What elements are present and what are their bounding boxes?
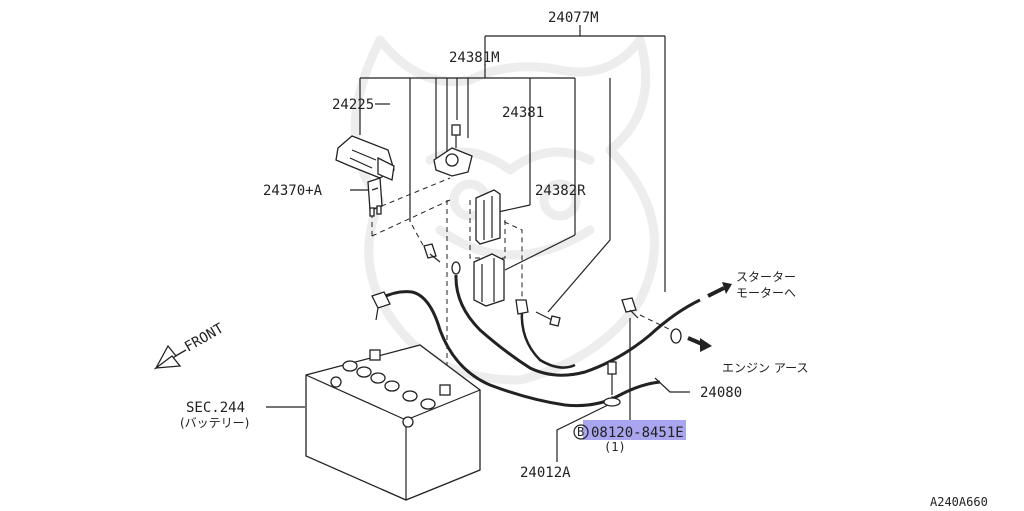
note-engine-ground: エンジン アース: [722, 361, 809, 375]
label-24382R: 24382R: [535, 183, 586, 199]
leader-lines: [266, 25, 690, 462]
fusible-link-24370: [367, 177, 383, 217]
drawing-code: A240A660: [930, 495, 988, 509]
note-starter-line2: モーターへ: [736, 286, 796, 300]
label-24080: 24080: [700, 385, 742, 401]
label-sec244: SEC.244: [186, 400, 245, 416]
label-bolt-part: 08120-8451E: [591, 425, 684, 441]
small-bolts: [371, 243, 682, 407]
label-24077M: 24077M: [548, 10, 599, 26]
label-24370A: 24370+A: [263, 183, 323, 199]
fuse-block-24382R: [473, 189, 505, 307]
battery-cables: [377, 274, 701, 408]
direction-arrows: [153, 282, 732, 370]
bolt-part-highlight: [583, 420, 686, 440]
terminal-clamp-24225: [335, 135, 395, 181]
bolt-symbol: B: [577, 425, 584, 439]
note-starter-line1: スターター: [736, 270, 796, 284]
label-bolt-qty: (1): [604, 440, 626, 454]
label-sec244-sub: (バッテリー): [180, 416, 249, 430]
battery-sec244: [305, 344, 481, 501]
label-24225: 24225: [332, 97, 374, 113]
positive-terminal-24381M: [433, 124, 473, 177]
label-24012A: 24012A: [520, 465, 571, 481]
bolt-symbol-circle: [573, 424, 589, 440]
label-front: FRONT: [182, 320, 227, 355]
label-24381M: 24381M: [449, 50, 500, 66]
label-24381: 24381: [502, 105, 544, 121]
